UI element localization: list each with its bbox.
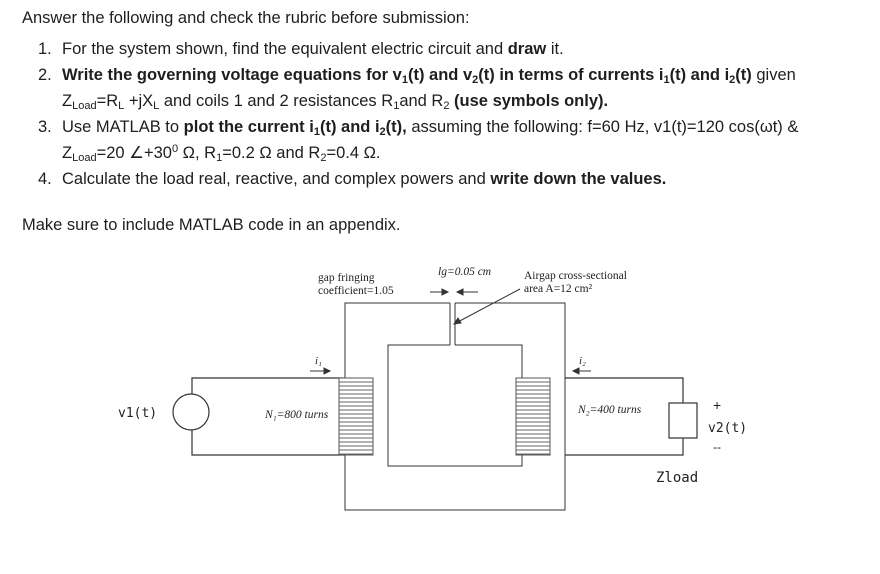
task-number: 1.	[38, 40, 52, 58]
voltage-source-icon	[172, 393, 210, 431]
i2-label: i₂	[579, 355, 586, 367]
n2-label: N₂=400 turns	[577, 404, 642, 416]
current-arrow-i2	[571, 367, 591, 375]
gap-fringing-label-2: coefficient=1.05	[318, 285, 394, 297]
airgap-label: Airgap cross-sectional	[524, 270, 627, 282]
task-list: 1.For the system shown, find the equival…	[38, 36, 868, 192]
airgap-leader-line	[452, 288, 521, 325]
i1-label: i₁	[315, 355, 322, 367]
appendix-note: Make sure to include MATLAB code in an a…	[22, 216, 401, 234]
plus-sign: +	[713, 397, 721, 413]
n1-label: N₁=800 turns	[264, 409, 329, 421]
minus-sign: --	[713, 440, 721, 454]
primary-circuit	[191, 377, 345, 456]
current-arrow-i1	[310, 367, 332, 375]
task-number: 2.	[38, 66, 52, 84]
intro-text: Answer the following and check the rubri…	[22, 9, 470, 27]
task-4: 4.Calculate the load real, reactive, and…	[38, 166, 868, 192]
v1-label: v1(t)	[118, 406, 157, 421]
task-number: 3.	[38, 118, 52, 136]
magnetic-core	[344, 302, 566, 511]
gap-fringing-label: gap fringing	[318, 272, 375, 284]
task-2: 2.Write the governing voltage equations …	[38, 62, 868, 114]
airgap-label-2: area A=12 cm²	[524, 283, 593, 295]
load-impedance-icon	[668, 402, 698, 439]
task-number: 4.	[38, 170, 52, 188]
primary-coil	[338, 377, 374, 456]
secondary-coil	[515, 377, 551, 456]
task-3: 3.Use MATLAB to plot the current i1(t) a…	[38, 114, 868, 166]
secondary-circuit	[565, 377, 684, 456]
lg-label: lg=0.05 cm	[438, 266, 491, 278]
v2-label: v2(t)	[708, 421, 747, 436]
zload-label: Zload	[656, 470, 698, 486]
task-1: 1.For the system shown, find the equival…	[38, 36, 868, 62]
airgap-dimension	[430, 288, 478, 296]
